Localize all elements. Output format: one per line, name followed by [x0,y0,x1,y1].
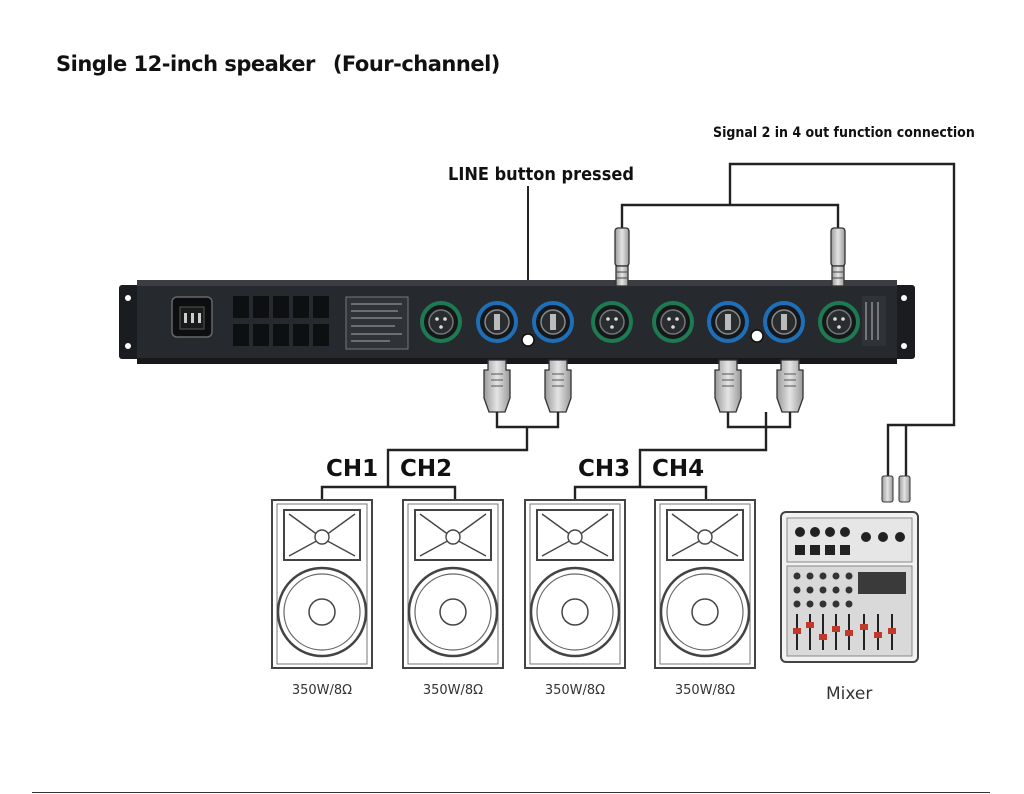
speakon-plug-3 [714,359,742,413]
power-inlet-icon [171,296,213,338]
speaker-cables [320,412,792,500]
speaker-rating-2: 350W/8Ω [422,683,484,698]
speakon-plug-4 [776,359,804,413]
speaker-rating-3: 350W/8Ω [544,683,606,698]
vent-grille [233,296,329,346]
speaker-4 [653,498,757,670]
channel-label-2: CH2 [400,456,453,482]
signal-label: Signal 2 in 4 out function connection [713,125,975,141]
speaker-3 [523,498,627,670]
bottom-divider [32,792,990,793]
amplifier [119,280,915,364]
channel-label-3: CH3 [578,456,631,482]
line-button-label: LINE button pressed [448,164,634,185]
xlr-plug-right [830,227,846,287]
speaker-rating-4: 350W/8Ω [674,683,736,698]
signal-cable [620,162,956,476]
title-sub: (Four-channel) [332,52,501,76]
mixer-icon [780,511,919,663]
mixer-label: Mixer [826,684,873,704]
xlr-plug-left [614,227,630,287]
channel-label-4: CH4 [652,456,705,482]
speakon-plug-2 [544,359,572,413]
mixer-plug-1 [881,475,894,503]
speaker-rating-1: 350W/8Ω [291,683,353,698]
channel-label-1: CH1 [326,456,379,482]
speaker-1 [270,498,374,670]
speakon-plug-1 [483,359,511,413]
mixer-plug-2 [898,475,911,503]
diagram-title: Single 12-inch speaker (Four-channel) [56,52,500,76]
speaker-2 [401,498,505,670]
title-main: Single 12-inch speaker [56,52,315,76]
